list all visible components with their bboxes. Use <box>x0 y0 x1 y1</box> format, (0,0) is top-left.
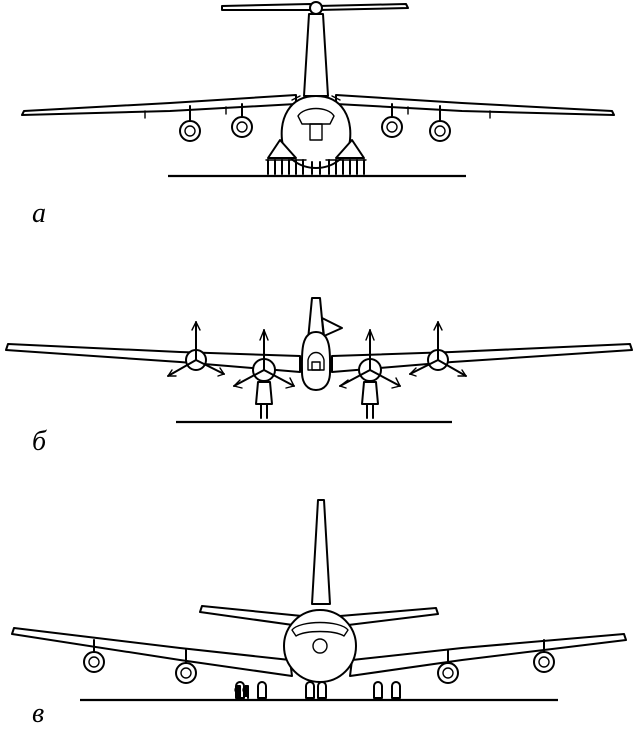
panel-b-aircraft <box>5 297 633 424</box>
panel-a-left-wing <box>21 94 297 116</box>
panel-c-left-wing <box>11 627 293 677</box>
panel-b-inner-engines <box>233 329 401 389</box>
panel-c-label: в <box>32 698 45 729</box>
panel-a-fuselage <box>280 95 352 169</box>
panel-a-t-tail <box>221 1 409 15</box>
panel-c-vertical-fin <box>311 499 331 605</box>
panel-b-fuselage <box>300 331 332 391</box>
panel-a-label: а <box>32 198 46 229</box>
panel-b-label: б <box>32 426 47 457</box>
panel-a-right-wing <box>335 94 615 116</box>
panel-a-vertical-fin <box>303 13 329 97</box>
panel-b-landing-gear <box>255 381 379 419</box>
panel-c-right-wing <box>349 633 627 677</box>
panel-a-engines <box>179 103 451 142</box>
panel-b-left-wing <box>5 343 301 373</box>
panel-b-vertical-fin <box>307 297 343 341</box>
panel-c-horizontal-stabilizer <box>199 605 439 627</box>
panel-a-gear-sponsons <box>267 139 365 159</box>
panel-a-flap-fairings <box>144 106 491 119</box>
panel-b-right-wing <box>331 343 633 373</box>
panel-a-landing-gear <box>265 159 367 175</box>
panel-c-landing-gear <box>234 681 401 699</box>
panel-a-aircraft <box>21 1 615 178</box>
panel-b-outer-engines <box>167 321 467 377</box>
panel-c-aircraft <box>11 499 627 702</box>
panel-c-fuselage <box>283 609 357 683</box>
panel-c-engines <box>83 639 555 684</box>
